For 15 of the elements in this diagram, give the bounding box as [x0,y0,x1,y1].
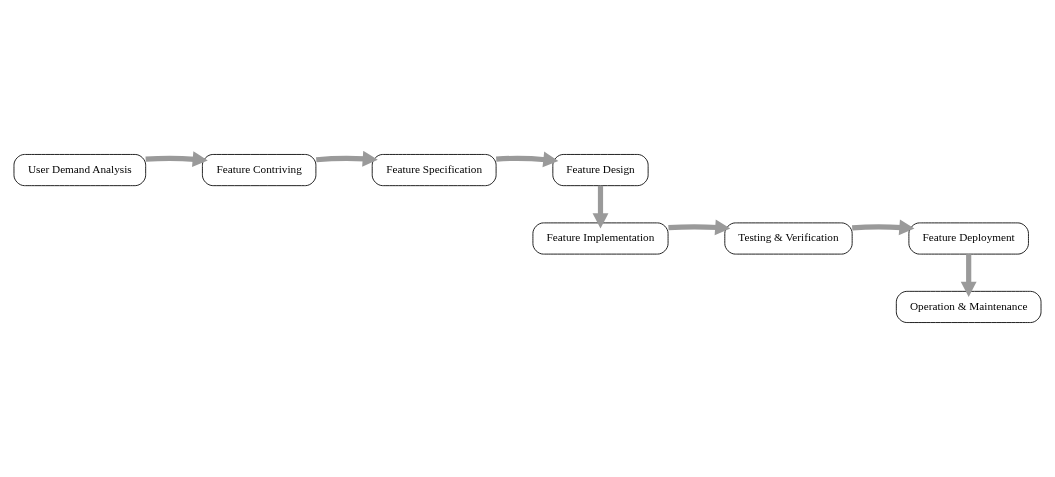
arrow [960,254,977,297]
node-box: Feature Deployment [908,222,1029,255]
node-box: Feature Design [552,154,649,187]
arrow [668,219,731,236]
node-box: Feature Specification [371,154,497,187]
arrow [496,151,559,168]
node-box: Feature Contriving [201,154,317,187]
node-box: Testing & Verification [724,222,853,255]
node-box: User Demand Analysis [13,154,147,187]
arrow [852,219,915,236]
node-box: Feature Implementation [532,222,669,255]
arrow [145,151,208,168]
arrow [592,185,609,229]
node-box: Operation & Maintenance [895,290,1042,323]
arrow [316,151,378,167]
